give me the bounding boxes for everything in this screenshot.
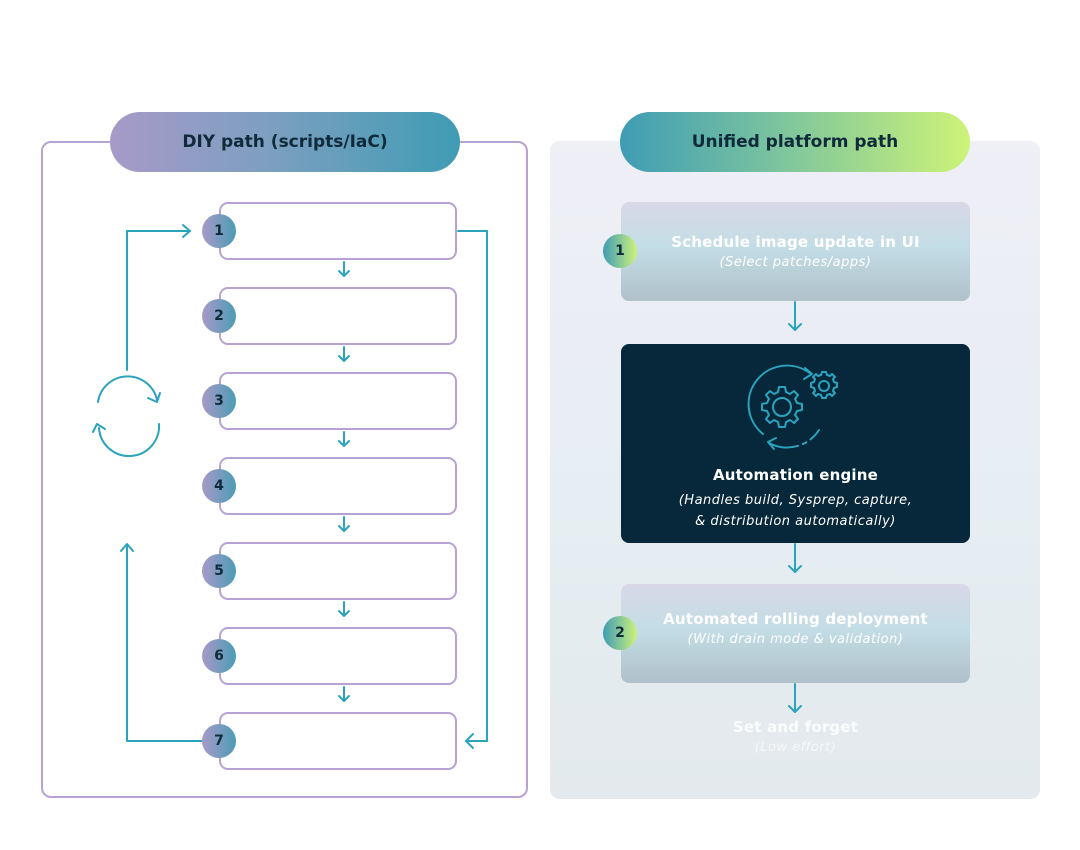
arrow-down-1-2 bbox=[338, 261, 350, 277]
automation-engine-subtitle-line-2: & distribution automatically) bbox=[695, 514, 896, 529]
unified-step-1-title: Schedule image update in UI bbox=[671, 233, 920, 251]
diy-step-number-2-text: 2 bbox=[214, 308, 224, 324]
diy-step-box-6 bbox=[219, 627, 457, 685]
unified-step-1-subtitle: (Select patches/apps) bbox=[719, 255, 872, 270]
refresh-cycle-icon bbox=[92, 375, 161, 458]
unified-arrow-2 bbox=[788, 543, 802, 573]
left-loop-top-line bbox=[126, 230, 191, 371]
arrow-down-4-5 bbox=[338, 516, 350, 532]
diy-step-number-3: 3 bbox=[202, 384, 236, 418]
result-title: Set and forget bbox=[732, 718, 859, 736]
arrow-down-3-4 bbox=[338, 431, 350, 447]
unified-step-number-1-text: 1 bbox=[615, 243, 625, 259]
diy-step-number-7: 7 bbox=[202, 724, 236, 758]
diy-step-number-4-text: 4 bbox=[214, 478, 224, 494]
diy-step-number-4: 4 bbox=[202, 469, 236, 503]
arrow-down-2-3 bbox=[338, 346, 350, 362]
right-loop-arrowhead bbox=[465, 733, 474, 749]
unified-step-2-title: Automated rolling deployment bbox=[663, 610, 928, 628]
unified-title-pill: Unified platform path bbox=[620, 112, 970, 172]
diy-step-number-6-text: 6 bbox=[214, 648, 224, 664]
unified-step-number-2: 2 bbox=[603, 616, 637, 650]
automation-engine-subtitle-line-1: (Handles build, Sysprep, capture, bbox=[678, 493, 913, 508]
arrow-down-5-6 bbox=[338, 601, 350, 617]
result-subtitle: (Low effort) bbox=[754, 740, 837, 755]
diy-step-number-7-text: 7 bbox=[214, 733, 224, 749]
diy-title-pill: DIY path (scripts/IaC) bbox=[110, 112, 460, 172]
diy-step-number-1: 1 bbox=[202, 214, 236, 248]
gears-cycle-icon bbox=[747, 364, 838, 450]
unified-step-2-box: Automated rolling deployment (With drain… bbox=[621, 584, 970, 683]
diy-down-arrows bbox=[338, 261, 350, 702]
diy-step-number-1-text: 1 bbox=[214, 223, 224, 239]
diy-step-number-6: 6 bbox=[202, 639, 236, 673]
left-loop-top-arrowhead bbox=[182, 224, 191, 238]
diy-step-number-2: 2 bbox=[202, 299, 236, 333]
right-loop-line bbox=[457, 230, 488, 742]
diy-step-number-5-text: 5 bbox=[214, 563, 224, 579]
diy-step-box-1 bbox=[219, 202, 457, 260]
unified-arrow-1 bbox=[788, 301, 802, 331]
automation-engine-box: Automation engine (Handles build, Syspre… bbox=[621, 344, 970, 543]
set-and-forget: Set and forget (Low effort) bbox=[621, 718, 970, 755]
diy-step-box-7 bbox=[219, 712, 457, 770]
unified-step-2-subtitle: (With drain mode & validation) bbox=[687, 632, 904, 647]
diy-step-number-3-text: 3 bbox=[214, 393, 224, 409]
unified-arrow-3 bbox=[788, 683, 802, 713]
arrow-down-6-7 bbox=[338, 686, 350, 702]
left-loop-bottom-line bbox=[126, 544, 204, 742]
automation-engine-subtitle: (Handles build, Sysprep, capture, & dist… bbox=[679, 490, 913, 532]
unified-title: Unified platform path bbox=[691, 132, 899, 152]
left-loop-bottom-arrowhead bbox=[120, 543, 134, 552]
automation-engine-title: Automation engine bbox=[712, 466, 879, 484]
diy-title: DIY path (scripts/IaC) bbox=[182, 132, 388, 152]
diy-step-number-5: 5 bbox=[202, 554, 236, 588]
unified-step-number-1: 1 bbox=[603, 234, 637, 268]
unified-step-1-box: Schedule image update in UI (Select patc… bbox=[621, 202, 970, 301]
unified-step-number-2-text: 2 bbox=[615, 625, 625, 641]
